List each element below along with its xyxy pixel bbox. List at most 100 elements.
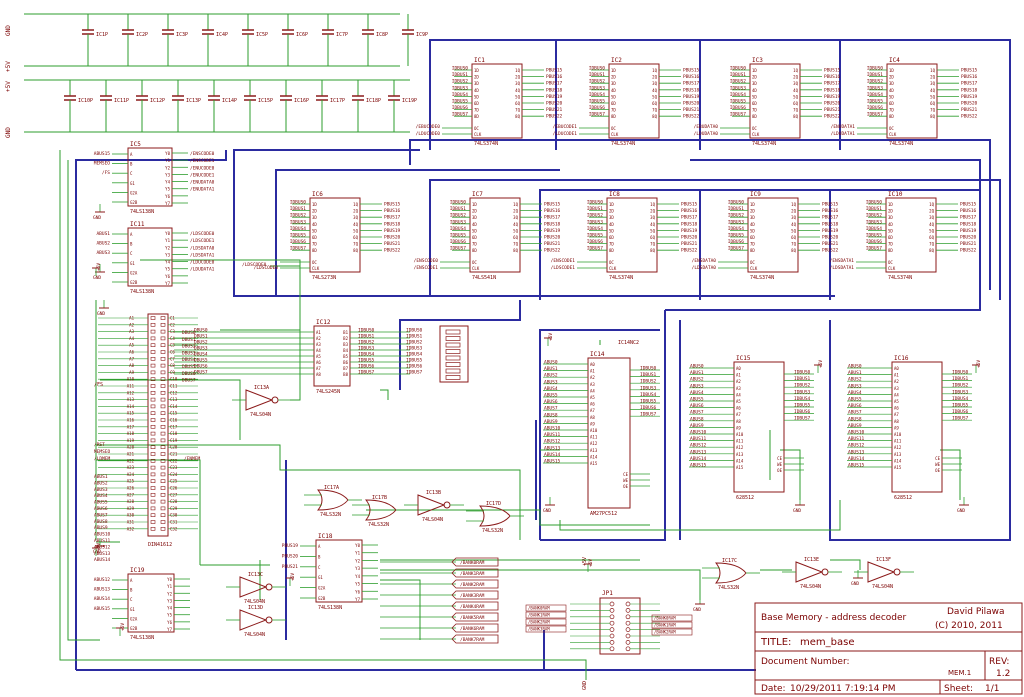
connector-pin-c: C31 <box>170 520 178 525</box>
d-pin: 1D <box>750 202 755 207</box>
abus-net: ABUS9 <box>690 423 704 429</box>
idbus-net: IDBUS1 <box>587 206 604 212</box>
input-pin: G2B <box>130 626 138 631</box>
clk-pin: CLK <box>750 266 758 271</box>
a-pin: A5 <box>316 354 321 359</box>
address-pin: A1 <box>736 373 741 378</box>
pbus-net: PBUS21 <box>681 241 698 247</box>
input-pin: C <box>130 597 133 602</box>
pbus-net: PBUS21 <box>822 241 839 247</box>
address-pin: A8 <box>590 415 595 420</box>
output-pin: Y4 <box>167 606 172 611</box>
idbus-net: IDBUS0 <box>730 66 747 72</box>
b-pin: B3 <box>343 342 348 347</box>
q-pin: 5Q <box>515 94 520 99</box>
input-pin: B <box>130 162 133 167</box>
address-pin: A12 <box>894 445 902 450</box>
address-pin: A10 <box>736 432 744 437</box>
connector-pin-c: C11 <box>170 384 178 389</box>
pbus-net: PBUS17 <box>683 81 700 87</box>
d-pin: 7D <box>611 108 616 113</box>
connector-pin-c: C14 <box>170 404 178 409</box>
vcc-label: +5V <box>120 623 126 631</box>
q-pin: 6Q <box>650 235 655 240</box>
address-pin: A13 <box>590 448 598 453</box>
output-pin: Y3 <box>165 172 170 177</box>
idbus-net: IDBUS6 <box>406 364 423 370</box>
d-pin: 4D <box>312 222 317 227</box>
address-pin: A7 <box>736 412 741 417</box>
abus-net: ABUS5 <box>544 393 558 399</box>
q-pin: 6Q <box>793 101 798 106</box>
abus-net: ABUS2 <box>94 480 108 486</box>
oc-pin: OC <box>750 260 755 265</box>
address-pin: A12 <box>736 445 744 450</box>
abus-net: ABUS5 <box>690 397 704 403</box>
idbus-net: IDBUS7 <box>730 112 747 118</box>
sheet-label: Sheet: <box>944 684 973 694</box>
q-pin: 8Q <box>930 114 935 119</box>
idbus-net: IDBUS6 <box>640 405 657 411</box>
capacitor-ref: IC10P <box>78 98 93 104</box>
pbus-net: PBUS17 <box>824 81 841 87</box>
abus-net: ABUS11 <box>94 538 111 544</box>
decoupling-capacitor: IC11P <box>100 80 129 132</box>
docnum-label: Document Number: <box>761 657 850 667</box>
idbus-net: IDBUS1 <box>730 72 747 78</box>
q-pin: 5Q <box>791 228 796 233</box>
decoder-input-net: ABUS3 <box>96 250 110 256</box>
ldscode-net: /LDSCODE0 <box>242 262 267 268</box>
gnd-label: GND <box>543 508 551 514</box>
abus-net: ABUS1 <box>544 366 558 372</box>
dbus-net: DBUS1 <box>182 337 196 343</box>
bank-signal-flag: /BANK1RAM <box>380 568 499 578</box>
output-pin: Y2 <box>165 245 170 250</box>
dbus-net: DBUS2 <box>194 340 208 346</box>
abus-net: ABUS1 <box>848 370 862 376</box>
input-pin: A <box>318 544 321 549</box>
idbus-net: IDBUS0 <box>452 66 469 72</box>
jumper-net-left: /BANK3RAM <box>528 627 550 632</box>
dbus-net: DBUS0 <box>194 328 208 334</box>
address-pin: A9 <box>736 425 741 430</box>
input-pin: G2A <box>130 270 138 275</box>
output-pin: Y7 <box>165 281 170 286</box>
rev-label: REV: <box>989 657 1009 667</box>
pbus-net: PBUS20 <box>681 235 698 241</box>
abus-net: ABUS12 <box>544 439 561 445</box>
connector-pin-a: A24 <box>127 472 135 477</box>
decoder-input-net: ABUS2 <box>96 241 110 247</box>
q-pin: 1Q <box>515 68 520 73</box>
a-pin: A2 <box>316 336 321 341</box>
decoder-input-net: MEMSEO <box>94 161 111 167</box>
idbus-net: IDBUS5 <box>867 99 884 105</box>
pbus-net: PBUS22 <box>822 248 839 254</box>
d-pin: 7D <box>750 242 755 247</box>
gate-ref: IC17D <box>486 501 501 507</box>
jumper-net-left: /BANK2RAM <box>528 620 550 625</box>
pbus-net: PBUS21 <box>683 107 700 113</box>
ic-part: 74LS138N <box>130 289 154 295</box>
pbus-net: PBUS20 <box>824 101 841 107</box>
abus-net: ABUS13 <box>94 551 111 557</box>
q-pin: 3Q <box>650 215 655 220</box>
d-pin: 7D <box>472 242 477 247</box>
ic-part: 628512 <box>736 495 754 501</box>
abus-net: ABUS6 <box>544 399 558 405</box>
abus-net: ABUS6 <box>848 403 862 409</box>
memory-ic: IC15628512A0ABUS0A1ABUS1A2ABUS2A3ABUS3A4… <box>689 355 814 501</box>
idbus-net: IDBUS1 <box>640 372 657 378</box>
d-pin: 8D <box>609 248 614 253</box>
d-pin: 6D <box>752 101 757 106</box>
address-pin: A8 <box>736 419 741 424</box>
d-pin: 4D <box>474 88 479 93</box>
a-pin: A6 <box>316 360 321 365</box>
bank-signal-label: /BANK3RAM <box>460 593 485 599</box>
